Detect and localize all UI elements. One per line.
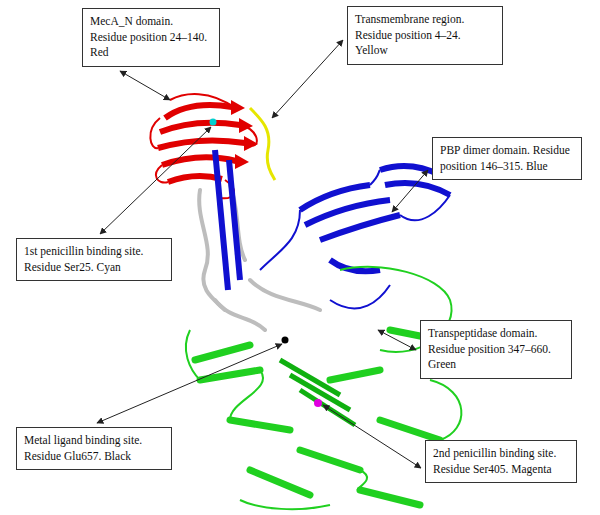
- callout-box: Transpeptidase domain. Residue position …: [420, 320, 572, 379]
- callout-box: Metal ligand binding site. Residue Glu65…: [16, 427, 172, 470]
- callout-box: 2nd penicillin binding site. Residue Ser…: [425, 440, 577, 483]
- callout-text: Metal ligand binding site. Residue Glu65…: [24, 433, 164, 464]
- callout-text: PBP dimer domain. Residue position 146–3…: [440, 143, 574, 174]
- callout-text: MecA_N domain. Residue position 24–140. …: [90, 14, 212, 61]
- callout-box: PBP dimer domain. Residue position 146–3…: [432, 137, 582, 180]
- callout-box: 1st penicillin binding site. Residue Ser…: [16, 238, 172, 281]
- callout-box: MecA_N domain. Residue position 24–140. …: [82, 8, 220, 67]
- callout-text: Transmembrane region. Residue position 4…: [355, 12, 495, 59]
- callout-box: Transmembrane region. Residue position 4…: [347, 6, 503, 65]
- callout-text: 1st penicillin binding site. Residue Ser…: [24, 244, 164, 275]
- callout-text: Transpeptidase domain. Residue position …: [428, 326, 564, 373]
- callout-text: 2nd penicillin binding site. Residue Ser…: [433, 446, 569, 477]
